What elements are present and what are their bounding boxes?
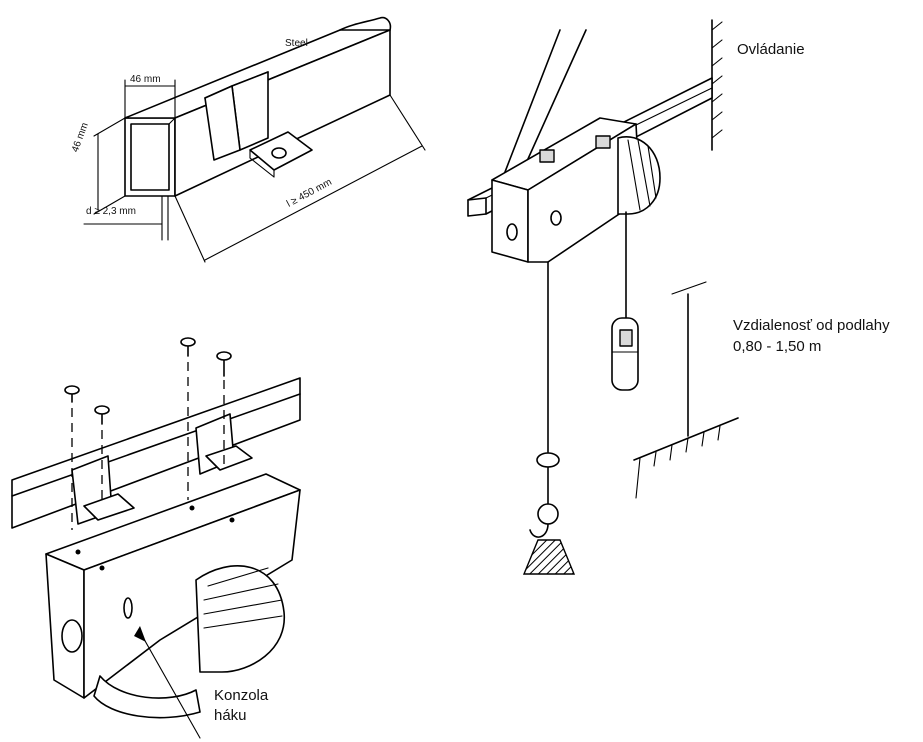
- hook-icon: [522, 503, 576, 575]
- beam-width-label: 46 mm: [130, 74, 161, 85]
- beam-wall-label: d ≥ 2,3 mm: [86, 206, 136, 217]
- steel-beam-drawing: [83, 16, 426, 263]
- control-pendant-icon: [611, 317, 639, 391]
- mounting-drawing: [11, 337, 301, 739]
- floor-distance-value: 0,80 - 1,50 m: [733, 338, 822, 355]
- floor-distance-label: Vzdialenosť od podlahy: [733, 317, 890, 334]
- control-label: Ovládanie: [737, 41, 805, 58]
- beam-material-label: Steel: [285, 38, 308, 49]
- bracket-label-line2: háku: [214, 707, 247, 724]
- hoist-drawing: [467, 19, 739, 575]
- bracket-label-line1: Konzola: [214, 687, 269, 704]
- mounting-bolt-icon: [64, 337, 232, 425]
